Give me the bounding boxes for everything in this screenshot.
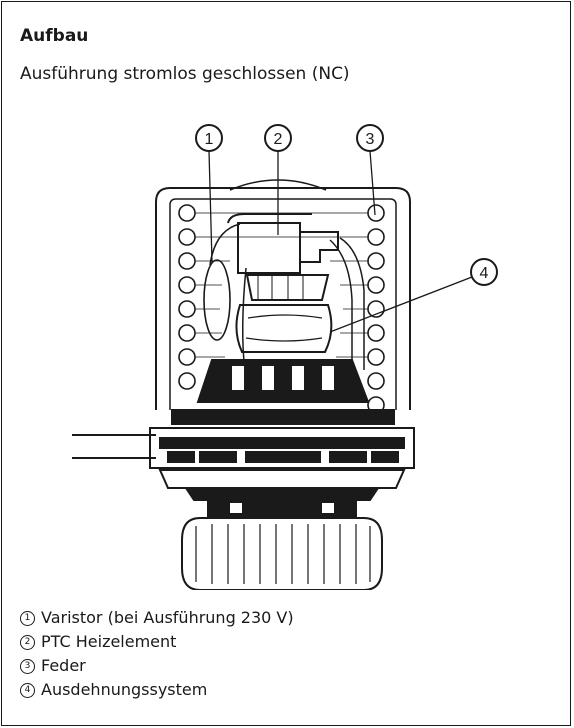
callout-3: 3	[356, 124, 384, 152]
svg-text:3: 3	[366, 131, 375, 148]
lower-housing	[149, 427, 415, 501]
svg-text:4: 4	[480, 265, 489, 282]
legend-number: 1	[20, 610, 35, 626]
leader-lines	[208, 150, 473, 333]
legend-number: 2	[20, 634, 35, 650]
legend-number: 4	[20, 682, 35, 698]
legend-text: Varistor (bei Ausführung 230 V)	[41, 608, 294, 627]
section-title: Aufbau	[20, 26, 89, 46]
actuator-cutaway-drawing: 1 2 3 4	[72, 124, 498, 590]
legend-item: 3 Feder	[20, 654, 294, 678]
expansion-system	[235, 274, 333, 353]
spring-coils	[178, 204, 385, 414]
legend-text: PTC Heizelement	[41, 632, 177, 651]
legend-item: 2 PTC Heizelement	[20, 630, 294, 654]
legend-list: 1 Varistor (bei Ausführung 230 V) 2 PTC …	[20, 606, 294, 702]
legend-text: Ausdehnungssystem	[41, 680, 208, 699]
base-block	[171, 359, 395, 425]
cable	[72, 434, 156, 459]
section-subtitle: Ausführung stromlos geschlossen (NC)	[20, 64, 350, 84]
callout-1: 1	[195, 124, 223, 152]
callout-4: 4	[470, 258, 498, 286]
varistor-part	[203, 223, 241, 341]
legend-number: 3	[20, 658, 35, 674]
legend-item: 1 Varistor (bei Ausführung 230 V)	[20, 606, 294, 630]
callout-2: 2	[264, 124, 292, 152]
ptc-element	[227, 213, 339, 274]
svg-text:2: 2	[274, 131, 283, 148]
knurled-nut	[181, 499, 383, 590]
legend-item: 4 Ausdehnungssystem	[20, 678, 294, 702]
housing	[155, 179, 411, 410]
svg-text:1: 1	[205, 131, 214, 148]
legend-text: Feder	[41, 656, 86, 675]
